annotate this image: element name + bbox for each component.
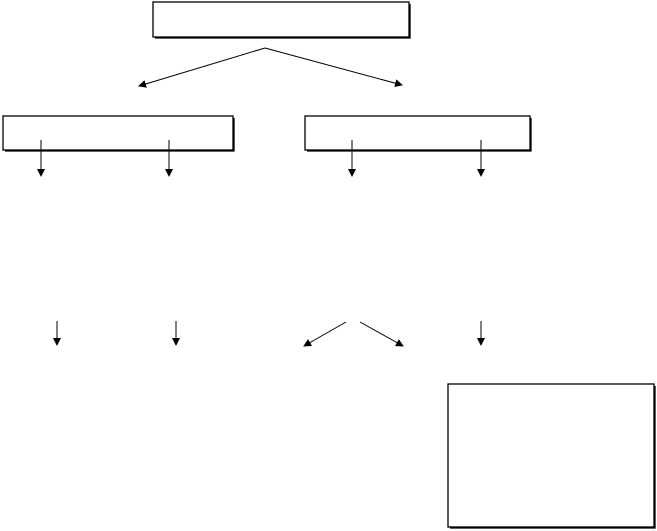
bottom-right-box <box>447 383 656 529</box>
left-branch-box <box>2 115 235 152</box>
root-box <box>152 1 411 39</box>
arrow-root-to-left <box>138 47 266 88</box>
right-branch-box <box>304 115 532 152</box>
arrow-level2-diagonal-right <box>359 321 404 347</box>
arrow-level2-diagonal-left <box>303 321 347 347</box>
arrow-root-to-right <box>264 47 403 88</box>
